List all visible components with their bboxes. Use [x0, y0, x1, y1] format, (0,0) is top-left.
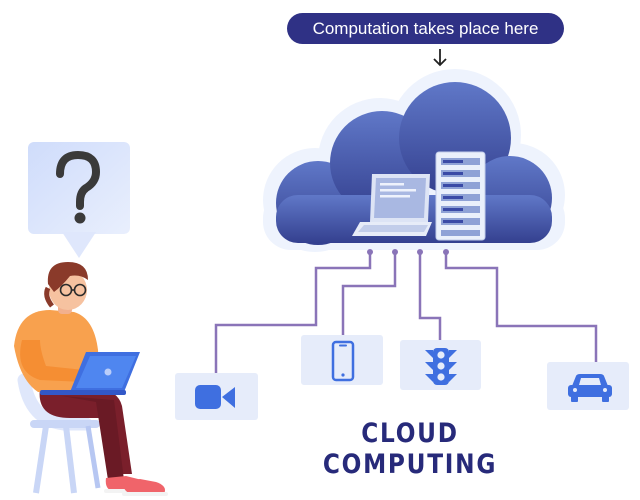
down-arrow-icon	[433, 49, 447, 67]
server-rack-icon	[435, 151, 486, 241]
connector-lines	[214, 252, 598, 375]
shoes	[104, 476, 168, 496]
diagram-title: CLOUD COMPUTING	[290, 418, 531, 480]
car-icon	[568, 374, 612, 402]
person-laptop-icon	[40, 352, 140, 395]
device-car-tile	[547, 362, 629, 410]
device-traffic-light-tile	[400, 340, 481, 390]
device-phone-tile	[301, 335, 383, 385]
question-bubble	[28, 142, 130, 258]
diagram-title-text: CLOUD COMPUTING	[322, 418, 498, 480]
device-video-tile	[175, 373, 258, 420]
chair	[17, 373, 101, 494]
traffic-light-icon	[425, 348, 457, 385]
person-illustration	[14, 262, 168, 496]
computation-callout: Computation takes place here	[287, 13, 564, 44]
video-camera-icon	[195, 385, 235, 409]
glasses	[59, 283, 87, 297]
smartphone-icon	[331, 340, 355, 382]
question-mark-icon	[56, 150, 101, 224]
connector-nodes	[367, 249, 449, 255]
callout-label: Computation takes place here	[312, 19, 539, 38]
cloud-laptop-icon	[352, 174, 432, 236]
